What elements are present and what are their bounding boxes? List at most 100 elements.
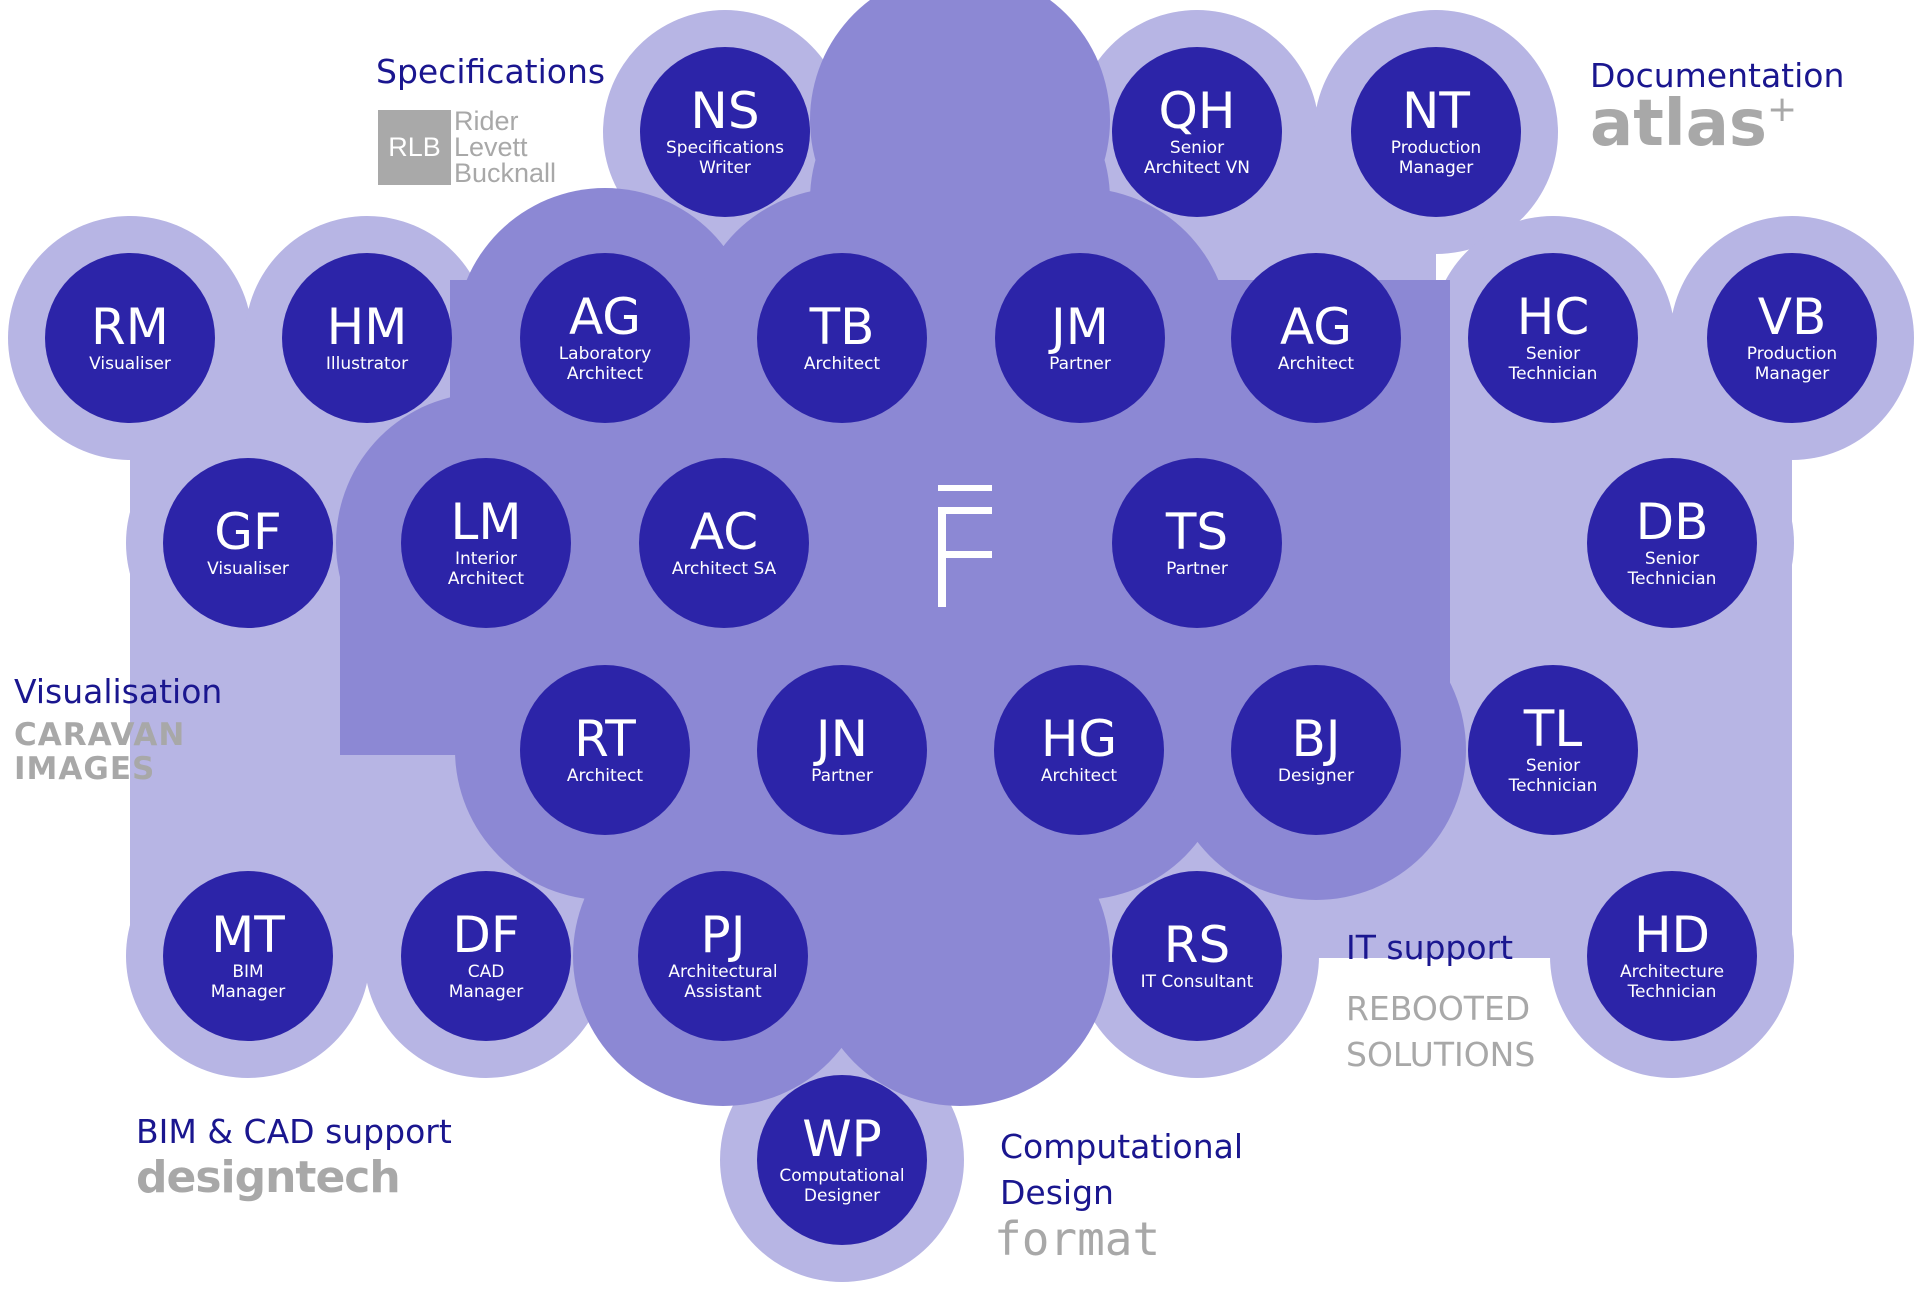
caravan-images-logo: CARAVAN IMAGES (14, 718, 185, 786)
rebooted-solutions-logo: REBOOTED SOLUTIONS (1346, 986, 1535, 1078)
person-role-line: Architect (1277, 353, 1355, 374)
person-role-line: Architect (803, 353, 881, 374)
person-initials: DB (1635, 492, 1709, 551)
person-role-line: Technician (1627, 568, 1717, 589)
atlas-logo: atlas+ (1590, 89, 1798, 157)
person-role: Partner (811, 765, 873, 787)
person-initials: MT (211, 905, 285, 964)
person-role-line: Manager (448, 981, 524, 1002)
person-role: Designer (1278, 766, 1354, 787)
rlb-word-1: Rider (454, 106, 519, 136)
person-role-line: Specifications (665, 137, 784, 158)
person-role-line: BIM (232, 961, 264, 982)
person-role: Architect (567, 766, 643, 787)
person-initials: RT (574, 709, 636, 768)
person-role-line: Manager (1398, 157, 1474, 178)
person-role: Illustrator (325, 353, 409, 375)
specifications-label: Specifications (376, 52, 606, 91)
person-initials: GF (214, 502, 282, 561)
person-role-line: Architect (566, 363, 644, 384)
person-role: Architect (1041, 766, 1117, 787)
person-role-line: Manager (1754, 363, 1830, 384)
stylised-f-logo-icon (938, 485, 992, 607)
person-role-line: Interior (454, 548, 517, 569)
format-logo: format (994, 1212, 1161, 1266)
person-role-line: Senior (1525, 755, 1581, 776)
rebooted-line-1: REBOOTED (1346, 989, 1531, 1028)
atlas-logo-plus: + (1767, 89, 1798, 130)
person-initials: JN (815, 709, 869, 768)
person-initials: BJ (1291, 709, 1341, 768)
person-role-line: Visualiser (207, 558, 289, 579)
person-initials: JM (1051, 297, 1109, 356)
person-initials: WP (802, 1109, 882, 1168)
rlb-company-name: Rider Levett Bucknall (454, 106, 556, 187)
person-role-line: Architect (447, 568, 525, 589)
person-role-line: Technician (1508, 363, 1598, 384)
person-role-line: Architect SA (671, 558, 777, 579)
person-initials: HC (1516, 287, 1590, 346)
person-role-line: Partner (1049, 353, 1111, 374)
person-role-line: Architecture (1619, 961, 1725, 982)
rlb-logo: RLB (378, 110, 451, 185)
person-role-line: Partner (811, 765, 873, 786)
person-initials: HM (326, 297, 408, 356)
rlb-word-2: Levett (454, 132, 528, 162)
person-role-line: IT Consultant (1140, 971, 1254, 992)
caravan-images-line-1: CARAVAN (14, 717, 186, 753)
person-initials: DF (452, 905, 520, 964)
person-role: Partner (1166, 559, 1228, 580)
person-initials: HD (1633, 905, 1711, 964)
bim-cad-label: BIM & CAD support (136, 1112, 452, 1151)
person-role-line: Production (1746, 343, 1838, 364)
person-role-line: Technician (1627, 981, 1717, 1002)
person-initials: PJ (700, 905, 746, 964)
person-role-line: Visualiser (89, 353, 171, 374)
person-role: Visualiser (89, 353, 171, 375)
person-role: Architect (1277, 353, 1355, 375)
person-initials: TS (1165, 502, 1229, 561)
person-initials: RS (1163, 915, 1231, 974)
computational-label-line-2: Design (1000, 1173, 1114, 1212)
atlas-logo-text: atlas (1590, 87, 1767, 161)
person-initials: TB (809, 297, 875, 356)
person-initials: NT (1402, 81, 1470, 140)
person-role-line: Manager (210, 981, 286, 1002)
person-initials: AC (689, 502, 759, 561)
person-role-line: Senior (1525, 343, 1581, 364)
person-initials: VB (1757, 287, 1827, 346)
person-role-line: Illustrator (325, 353, 409, 374)
person-role-line: Senior (1169, 137, 1225, 158)
person-initials: RM (91, 297, 169, 356)
